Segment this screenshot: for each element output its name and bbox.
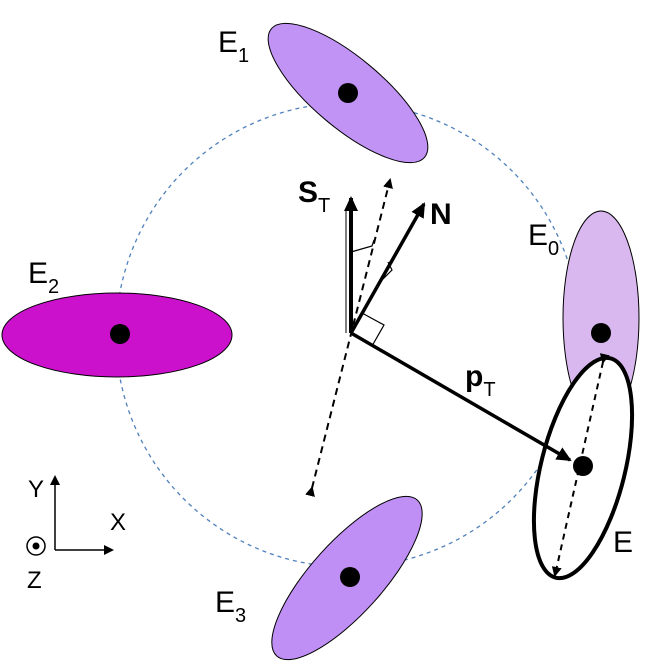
ellipse-e3 — [271, 495, 423, 661]
label-st: ST — [298, 176, 330, 217]
ellipse-e2-center — [110, 324, 130, 344]
ellipse-e2 — [1, 292, 233, 378]
ellipse-e-center — [573, 456, 593, 476]
z-axis-label: Z — [27, 567, 42, 594]
x-axis-label: X — [110, 509, 126, 536]
ellipse-e — [531, 353, 635, 581]
right-angle-marker-n — [377, 261, 393, 285]
ellipse-e1 — [267, 22, 429, 164]
n-vector — [349, 202, 426, 334]
label-e0: E0 — [528, 219, 559, 260]
label-e3: E3 — [215, 586, 246, 627]
ellipse-e0-center — [591, 323, 611, 343]
label-e: E — [613, 526, 633, 559]
ellipse-e-major-axis — [551, 353, 610, 577]
z-axis-symbol — [26, 536, 46, 556]
pt-vector — [350, 331, 572, 462]
label-n: N — [430, 198, 452, 231]
ellipse-e3-center — [340, 567, 360, 587]
ellipse-e1-center — [338, 83, 358, 103]
coordinate-axes: Y X Z — [26, 475, 126, 594]
label-e2: E2 — [28, 257, 59, 298]
right-angle-marker-st — [350, 239, 375, 253]
label-e1: E1 — [218, 26, 249, 67]
y-axis-label: Y — [28, 476, 44, 503]
right-angle-marker-pt — [361, 312, 385, 347]
z-axis-dot — [32, 542, 40, 550]
label-pt: pT — [465, 360, 496, 401]
